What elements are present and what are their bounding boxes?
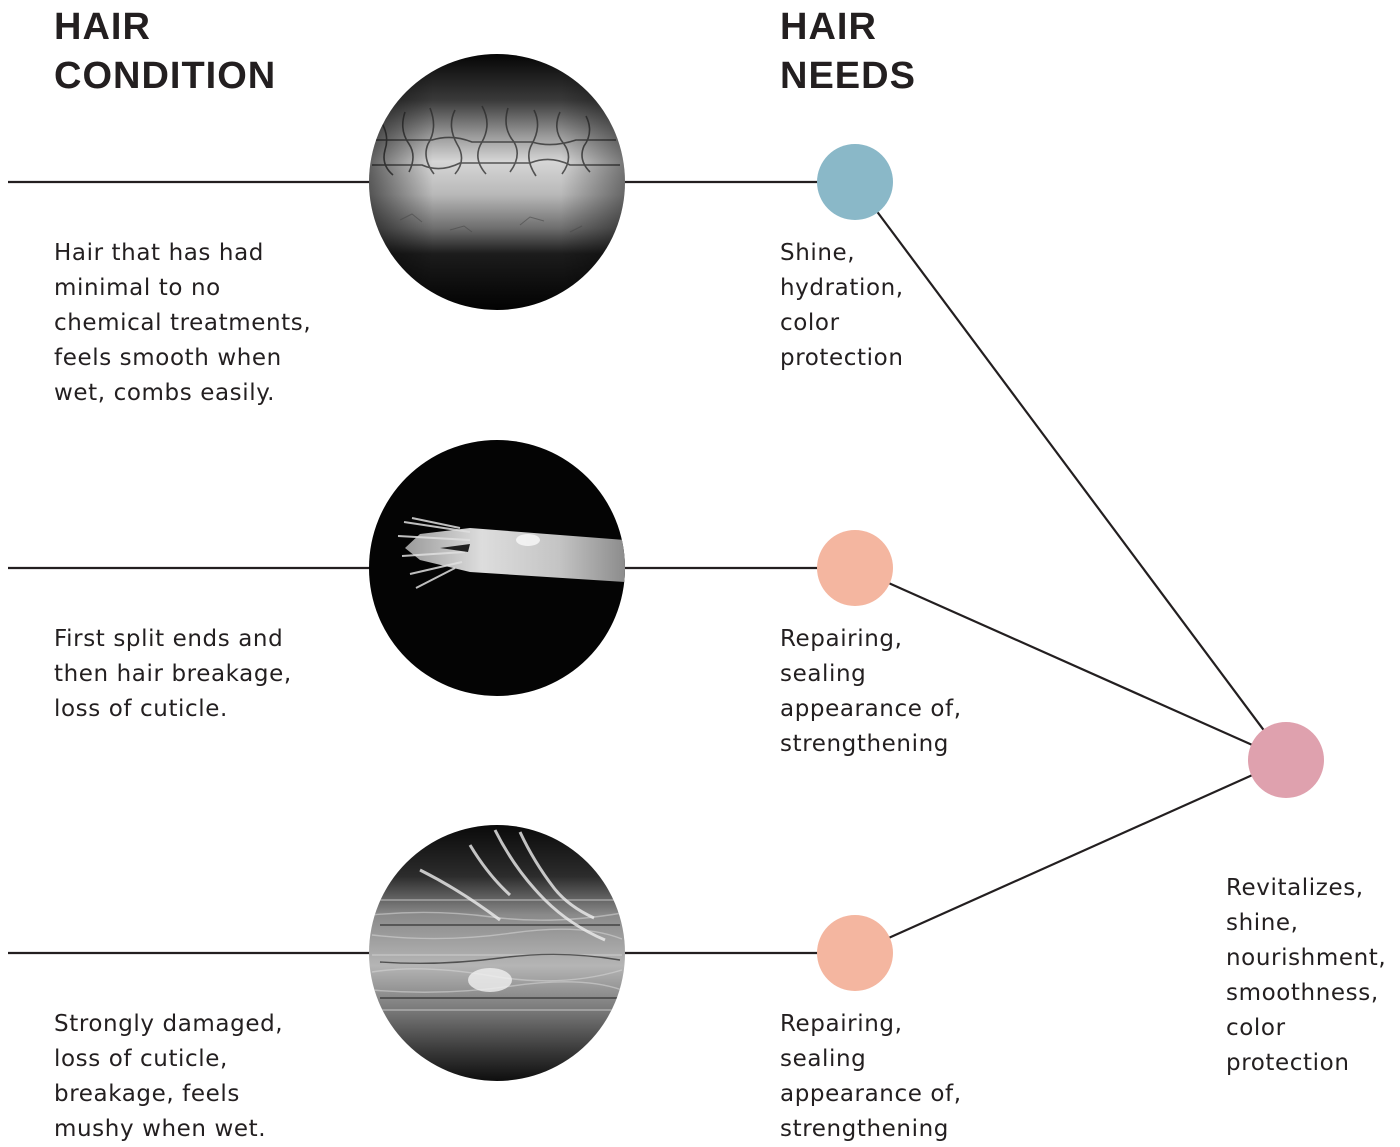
text-line: color [780,310,840,336]
text-line: shine, [1226,910,1299,936]
text-line: wet, combs easily. [54,380,276,406]
condition-description-2: First split ends and then hair breakage,… [54,622,292,727]
text-line: minimal to no [54,275,221,301]
text-line: then hair breakage, [54,661,292,687]
need-2-to-result-line [854,566,1287,762]
hair-needs-heading: HAIR NEEDS [780,3,916,101]
need-1-to-result-line [854,181,1287,761]
text-line: appearance of, [780,696,962,722]
text-line: Strongly damaged, [54,1011,284,1037]
result-dot [1248,722,1324,798]
text-line: sealing [780,661,867,687]
text-line: smoothness, [1226,980,1379,1006]
heading-line: NEEDS [780,55,916,97]
condition-description-3: Strongly damaged, loss of cuticle, break… [54,1007,283,1147]
text-line: Repairing, [780,1011,903,1037]
hair-needs-text-1: Shine, hydration, color protection [780,236,904,376]
hair-condition-heading: HAIR CONDITION [54,3,276,101]
text-line: protection [780,345,904,371]
text-line: Shine, [780,240,856,266]
need-3-dot [817,915,893,991]
text-line: Repairing, [780,626,903,652]
text-line: loss of cuticle, [54,1046,228,1072]
text-line: strengthening [780,731,949,757]
text-line: nourishment, [1226,945,1387,971]
text-line: Revitalizes, [1226,875,1364,901]
split-end-micrograph [369,440,625,696]
heading-line: HAIR [54,6,151,48]
text-line: protection [1226,1050,1350,1076]
text-line: sealing [780,1046,867,1072]
heading-line: CONDITION [54,55,277,97]
text-line: feels smooth when [54,345,282,371]
damaged-hair-micrograph [369,825,625,1081]
result-benefits-text: Revitalizes, shine, nourishment, smoothn… [1226,871,1386,1081]
text-line: appearance of, [780,1081,962,1107]
hair-needs-text-3: Repairing, sealing appearance of, streng… [780,1007,962,1147]
heading-line: HAIR [780,6,877,48]
text-line: hydration, [780,275,904,301]
text-line: Hair that has had [54,240,265,266]
healthy-hair-micrograph [369,54,625,310]
text-line: First split ends and [54,626,284,652]
need-2-dot [817,530,893,606]
need-1-dot [817,144,893,220]
text-line: chemical treatments, [54,310,312,336]
text-line: breakage, feels [54,1081,240,1107]
condition-description-1: Hair that has had minimal to no chemical… [54,236,311,411]
need-3-to-result-line [854,758,1287,955]
hair-needs-text-2: Repairing, sealing appearance of, streng… [780,622,962,762]
text-line: strengthening [780,1116,949,1142]
text-line: loss of cuticle. [54,696,228,722]
text-line: mushy when wet. [54,1116,267,1142]
text-line: color [1226,1015,1286,1041]
